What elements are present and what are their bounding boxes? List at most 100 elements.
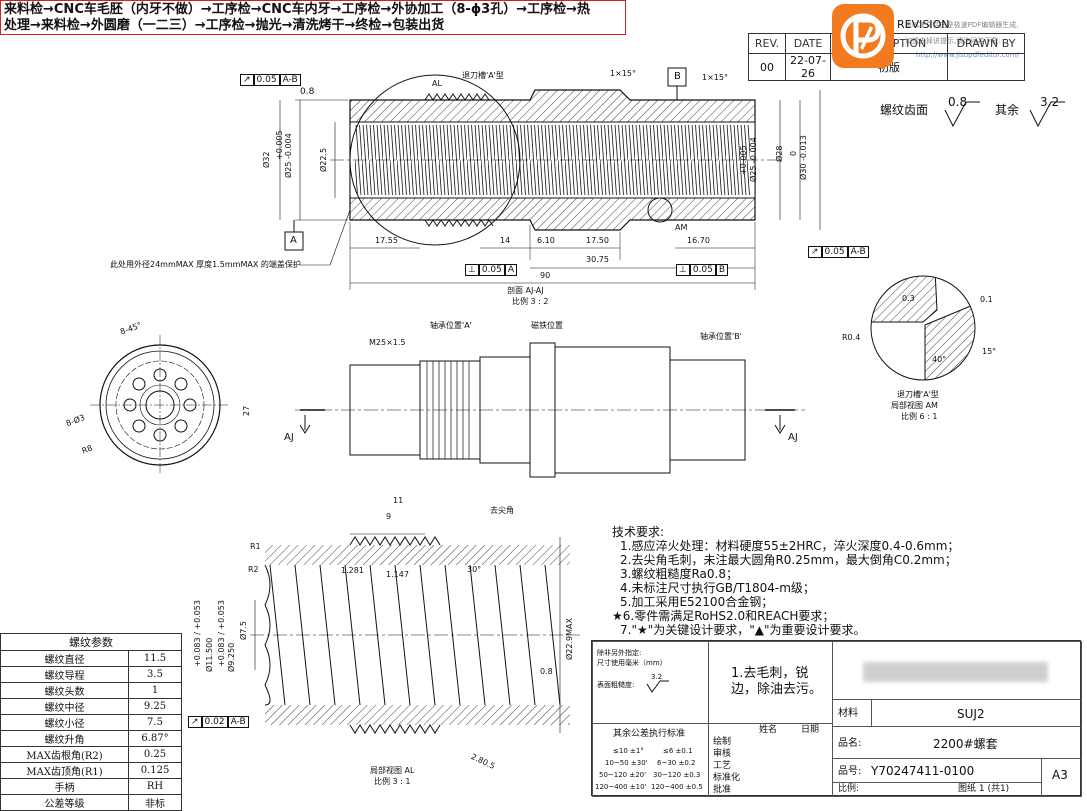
tech-requirements: 技术要求: 1.感应淬火处理：材料硬度55±2HRC，淬火深度0.4-0.6mm… (612, 525, 959, 637)
am-caption: 局部视图 AM (891, 401, 938, 410)
title-block: 除非另外指定: 尺寸使用毫米（mm） 表面粗糙度: 3.2 1.去毛刺，锐边，除… (591, 640, 1082, 797)
process-line-2: 处理→来料检→外圆磨（一二三）→工序检→抛光→清洗烤干→终检→包装出货 (4, 18, 445, 33)
surface-value: 3.2 (651, 673, 663, 681)
am-label: AM (675, 223, 688, 232)
dim-d32: Ø32 (262, 151, 271, 168)
am-ang40: 40° (932, 355, 947, 364)
detail-am-drawing (870, 275, 976, 381)
sharp-edge-label: 去尖角 (490, 506, 514, 515)
dim-17-55: 17.55 (375, 236, 398, 245)
deburr-cell: 1.去毛刺，锐边，除油去污。 (708, 641, 833, 724)
chamfer-1: 1×15° (610, 69, 636, 78)
am-r04: R0.4 (842, 333, 861, 342)
scale-label: 比例: (838, 784, 860, 794)
al-d9-25-tol: +0.083 / +0.053 (217, 600, 226, 667)
al-l9: 9 (386, 512, 392, 521)
signoff-cell: 姓名 日期 绘制 审核 工艺 标准化 批准 (708, 723, 833, 797)
am-ang15: 15° (982, 347, 997, 356)
part-name-label: 品名: (838, 738, 862, 749)
cut-right-label: AJ (788, 432, 798, 443)
tech-item: 7."★"为关键设计要求，"▲"为重要设计要求。 (620, 623, 866, 637)
runout-icon: ↗ (188, 716, 202, 728)
table-row: MAX齿根角(R2)0.25 (0, 746, 182, 763)
bearing-a-label: 轴承位置'A' (430, 321, 472, 330)
roughness-top: 0.8 (300, 87, 315, 97)
bearing-b-label: 轴承位置'B' (700, 332, 742, 341)
al-scale: 比例 3 : 1 (374, 777, 411, 786)
unit-note-cell: 除非另外指定: 尺寸使用毫米（mm） 表面粗糙度: 3.2 (592, 641, 709, 724)
sheet-count: 图纸 1 (共1) (958, 784, 1010, 794)
protect-note: 此处用外径24mmMAX 厚度1.5mmMAX 的端盖保护 (110, 260, 301, 269)
rev-header: REV. (748, 33, 786, 54)
outline-view-drawing (295, 342, 805, 478)
cut-left-label: AJ (284, 432, 294, 443)
drawn-by-header: DRAWN BY (947, 33, 1025, 54)
magnet-label: 磁铁位置 (531, 321, 563, 330)
al-r1: R1 (250, 542, 261, 551)
end-view-drawing (90, 335, 230, 475)
logo-cell (832, 641, 1082, 700)
table-row: 公差等级非标 (0, 794, 182, 811)
tech-item: 5.加工采用E52100合金钢； (620, 595, 774, 609)
section-view-drawing (279, 67, 821, 290)
am-title: 退刀槽'A'型 (897, 390, 939, 399)
thread-params-title: 螺纹参数 (0, 633, 182, 651)
roughness-rest-label: 其余 (995, 103, 1020, 117)
al-r2: R2 (248, 565, 259, 574)
al-roughness: 0.8 (540, 667, 553, 676)
end-holes: 8-Ø3 (64, 412, 87, 429)
dim-17-50: 17.50 (586, 236, 609, 245)
process-line-1: 来料检→CNC车毛胚（内牙不做）→工序检→CNC车内牙→工序检→外协加工（8-ϕ… (4, 2, 591, 17)
al-l11: 11 (393, 496, 404, 505)
process-note: 来料检→CNC车毛胚（内牙不做）→工序检→CNC车内牙→工序检→外协加工（8-ϕ… (0, 0, 626, 35)
al-label: AL (432, 79, 442, 88)
undercut-label: 退刀槽'A'型 (462, 71, 504, 80)
al-pitch-line: 2.80.5 (469, 752, 497, 772)
date-header: DATE (785, 33, 831, 54)
dim-90: 90 (540, 271, 551, 280)
section-scale: 比例 3 : 2 (512, 297, 549, 306)
al-pitch2: 1.147 (386, 570, 409, 579)
al-d22-9: Ø22.9MAX (565, 618, 574, 660)
dim-16-70: 16.70 (687, 236, 710, 245)
al-ang30: 30° (467, 565, 482, 574)
part-name: 2200#螺套 (933, 737, 998, 751)
tech-item: 4.未标注尺寸执行GB/T1804-m级； (620, 581, 815, 595)
datum-a: A (290, 235, 297, 246)
drawn-by-value (947, 53, 1025, 81)
chamfer-2: 1×15° (702, 73, 728, 82)
tech-item: 3.螺纹粗糙度Ra0.8； (620, 567, 738, 581)
tech-title: 技术要求: (612, 525, 665, 539)
table-row: MAX齿顶角(R1)0.125 (0, 762, 182, 779)
watermark-line-1: 本PDF文件由是极速PDF编辑器生成, (905, 21, 1019, 29)
dim-30-75: 30.75 (586, 255, 609, 264)
al-d7-5: Ø7.5 (239, 620, 248, 640)
part-no: Y70247411-0100 (871, 764, 975, 778)
tech-item: ★6.零件需满足RoHS2.0和REACH要求； (612, 609, 835, 623)
dim-d25r-up: +0.005 (739, 145, 748, 175)
roughness-rest-value: 3.2 (1040, 95, 1060, 109)
datum-b: B (674, 71, 681, 82)
runout-icon: ↗ (240, 74, 254, 86)
am-scale: 比例 6 : 1 (901, 412, 938, 421)
sheet-size: A3 (1052, 768, 1068, 782)
revision-title: REVISION (897, 18, 950, 31)
blurred-company (863, 662, 1048, 682)
unit-note-1: 除非另外指定: (597, 649, 642, 657)
deburr-note: 1.去毛刺，锐边，除油去污。 (731, 666, 823, 697)
pdf-editor-logo[interactable] (832, 4, 894, 68)
tech-item: 1.感应淬火处理：材料硬度55±2HRC，淬火深度0.4-0.6mm； (620, 539, 960, 553)
am-d01: 0.1 (980, 295, 993, 304)
dim-d25r-down: Ø25 -0.004 (749, 137, 758, 182)
perpendicular-icon: ⊥ (676, 264, 690, 276)
unit-note-2: 尺寸使用毫米（mm） (597, 659, 667, 667)
